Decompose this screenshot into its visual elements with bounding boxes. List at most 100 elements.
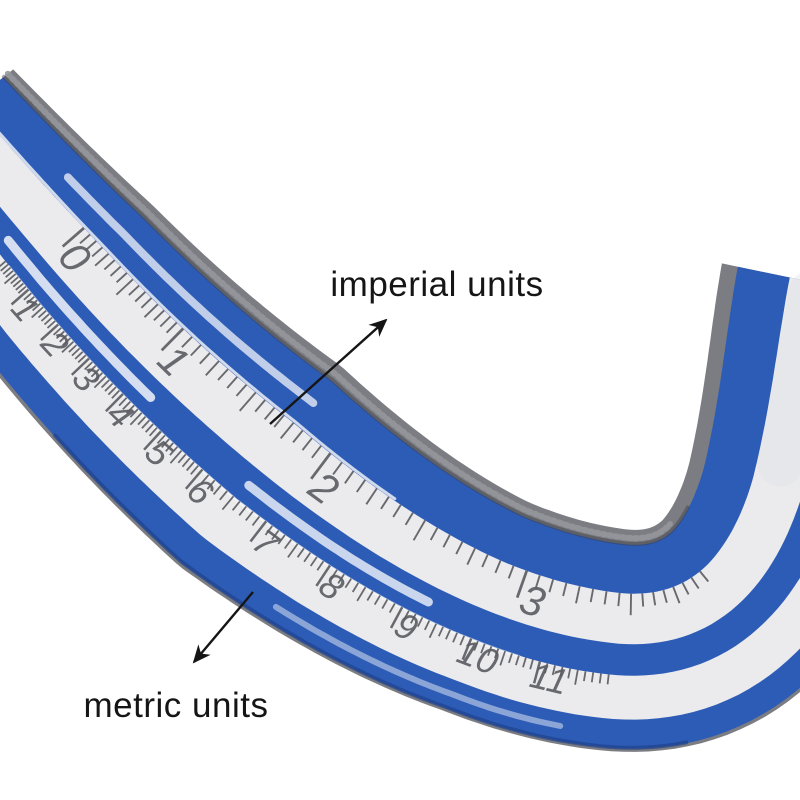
tick-mark bbox=[140, 297, 153, 309]
tick-mark bbox=[316, 560, 325, 571]
curl-clear-plastic bbox=[757, 273, 800, 487]
tick-mark bbox=[15, 282, 24, 291]
tick-mark bbox=[40, 313, 50, 322]
tick-mark bbox=[109, 265, 122, 277]
tick-mark bbox=[641, 593, 645, 607]
tick-mark bbox=[90, 368, 100, 378]
tick-mark bbox=[91, 246, 104, 258]
tick-mark bbox=[23, 292, 32, 301]
ruler-blue-body bbox=[0, 77, 800, 749]
tick-mark bbox=[100, 379, 110, 389]
tick-mark bbox=[603, 591, 608, 605]
tick-mark bbox=[37, 310, 47, 319]
tick-mark bbox=[494, 560, 502, 574]
mid-band-gloss-right bbox=[244, 480, 433, 607]
mid-band-gloss-left bbox=[3, 235, 156, 402]
tick-mark bbox=[473, 640, 479, 651]
tick-mark bbox=[59, 334, 68, 343]
tick-mark bbox=[43, 316, 53, 326]
tick-mark bbox=[77, 354, 87, 364]
tick-mark bbox=[311, 445, 322, 459]
tick-mark bbox=[169, 450, 183, 464]
tick-mark bbox=[190, 465, 199, 475]
tick-mark bbox=[29, 299, 38, 308]
tick-mark bbox=[2, 266, 12, 275]
tick-mark bbox=[301, 437, 313, 451]
tick-mark bbox=[85, 240, 97, 251]
tick-mark bbox=[428, 623, 438, 639]
tick-mark bbox=[344, 578, 352, 589]
tick-mark bbox=[61, 340, 75, 353]
tick-mark bbox=[522, 657, 527, 668]
tick-mark bbox=[532, 661, 542, 684]
tick-mark bbox=[515, 570, 529, 599]
tick-mark bbox=[551, 665, 556, 676]
tick-mark bbox=[562, 582, 568, 597]
tick-mark bbox=[181, 336, 193, 348]
tick-mark bbox=[283, 538, 293, 550]
tick-mark bbox=[589, 588, 595, 603]
tick-mark bbox=[429, 527, 439, 541]
tick-mark bbox=[46, 320, 56, 329]
tick-mark bbox=[574, 669, 579, 685]
tick-mark bbox=[617, 592, 621, 607]
tick-mark bbox=[412, 519, 426, 541]
tick-mark bbox=[251, 515, 261, 526]
tick-mark bbox=[529, 659, 534, 670]
tick-mark bbox=[161, 438, 170, 448]
tick-mark bbox=[145, 423, 154, 433]
tick-mark bbox=[515, 655, 520, 666]
tick-mark bbox=[17, 285, 27, 294]
tick-mark bbox=[481, 554, 489, 568]
tick-mark bbox=[381, 598, 389, 610]
tick-mark bbox=[159, 315, 172, 328]
tick-mark bbox=[205, 360, 220, 376]
tick-mark bbox=[199, 352, 211, 365]
top-band-gloss bbox=[63, 173, 318, 407]
tick-mark bbox=[404, 512, 414, 526]
tick-mark bbox=[309, 556, 318, 567]
tick-mark bbox=[442, 534, 451, 548]
tick-mark bbox=[103, 259, 116, 271]
tick-mark bbox=[681, 582, 690, 595]
tick-mark bbox=[165, 442, 174, 452]
tick-mark bbox=[699, 570, 710, 583]
tick-mark bbox=[249, 520, 268, 543]
tick-mark bbox=[87, 365, 97, 374]
tick-mark bbox=[181, 457, 191, 468]
tick-mark bbox=[212, 485, 222, 495]
tick-mark bbox=[200, 474, 210, 485]
tick-mark bbox=[279, 422, 295, 440]
tick-mark bbox=[221, 495, 235, 511]
tick-mark bbox=[107, 386, 117, 396]
tick-mark bbox=[559, 666, 564, 677]
tick-mark bbox=[55, 330, 65, 340]
tick-mark bbox=[118, 397, 128, 407]
tick-mark bbox=[84, 361, 93, 371]
tick-mark bbox=[94, 253, 110, 267]
tick-mark bbox=[344, 470, 355, 484]
imperial-strip-top-seam bbox=[0, 131, 397, 501]
tick-mark bbox=[217, 368, 229, 381]
tick-mark bbox=[461, 638, 473, 661]
tick-mark bbox=[466, 547, 476, 566]
tick-mark bbox=[273, 414, 285, 428]
tick-mark bbox=[10, 288, 30, 306]
tick-mark bbox=[264, 525, 274, 536]
tick-mark bbox=[245, 510, 254, 521]
tick-mark bbox=[137, 415, 147, 426]
tick-mark bbox=[410, 613, 417, 624]
tick-mark bbox=[366, 590, 374, 601]
tick-mark bbox=[534, 575, 541, 589]
tick-mark bbox=[652, 592, 657, 606]
tick-mark bbox=[143, 303, 159, 318]
tick-mark bbox=[672, 586, 681, 604]
tick-mark bbox=[31, 303, 41, 312]
tick-mark bbox=[310, 452, 332, 480]
tick-mark bbox=[0, 263, 9, 272]
tick-mark bbox=[662, 589, 668, 604]
tick-mark bbox=[606, 674, 610, 685]
tick-mark bbox=[494, 648, 500, 659]
tick-mark bbox=[437, 626, 444, 637]
